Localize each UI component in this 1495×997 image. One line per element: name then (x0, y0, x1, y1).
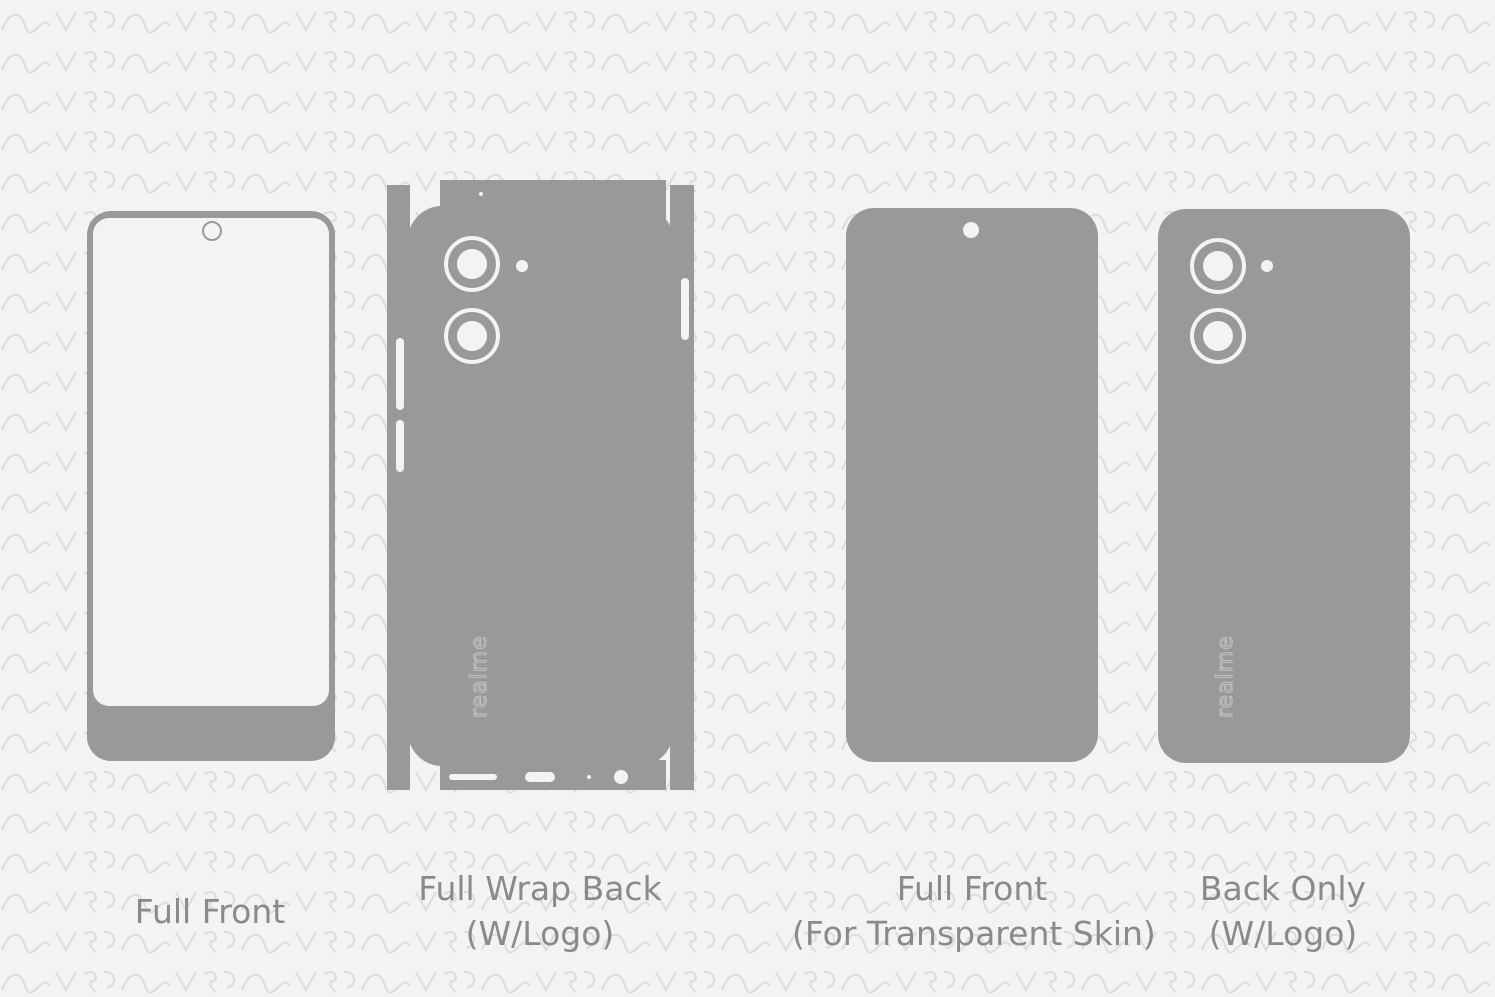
brand-logo: realme (467, 635, 492, 718)
caption-line: Back Only (1199, 869, 1367, 908)
caption-line: Full Wrap Back (418, 869, 662, 908)
caption-line: (W/Logo) (465, 914, 615, 953)
camera-ring-icon (444, 236, 500, 292)
caption-line: (For Transparent Skin) (792, 914, 1156, 953)
flash-dot-icon (1261, 260, 1273, 272)
camera-ring-icon (444, 308, 500, 364)
caption-back-only: Back Only (W/Logo) (1103, 866, 1463, 956)
camera-ring-icon (1190, 238, 1246, 294)
camera-ring-icon (1190, 308, 1246, 364)
brand-logo: realme (1213, 635, 1238, 718)
caption-line: Full Front (134, 892, 286, 931)
caption-line: (W/Logo) (1208, 914, 1358, 953)
caption-full-front: Full Front (30, 889, 390, 934)
caption-full-front-transparent: Full Front (For Transparent Skin) (792, 866, 1156, 956)
punch-hole-camera-icon (202, 221, 222, 241)
caption-line: Full Front (896, 869, 1048, 908)
flash-dot-icon (516, 260, 528, 272)
punch-hole-camera-icon (963, 222, 979, 238)
caption-full-wrap-back: Full Wrap Back (W/Logo) (360, 866, 720, 956)
